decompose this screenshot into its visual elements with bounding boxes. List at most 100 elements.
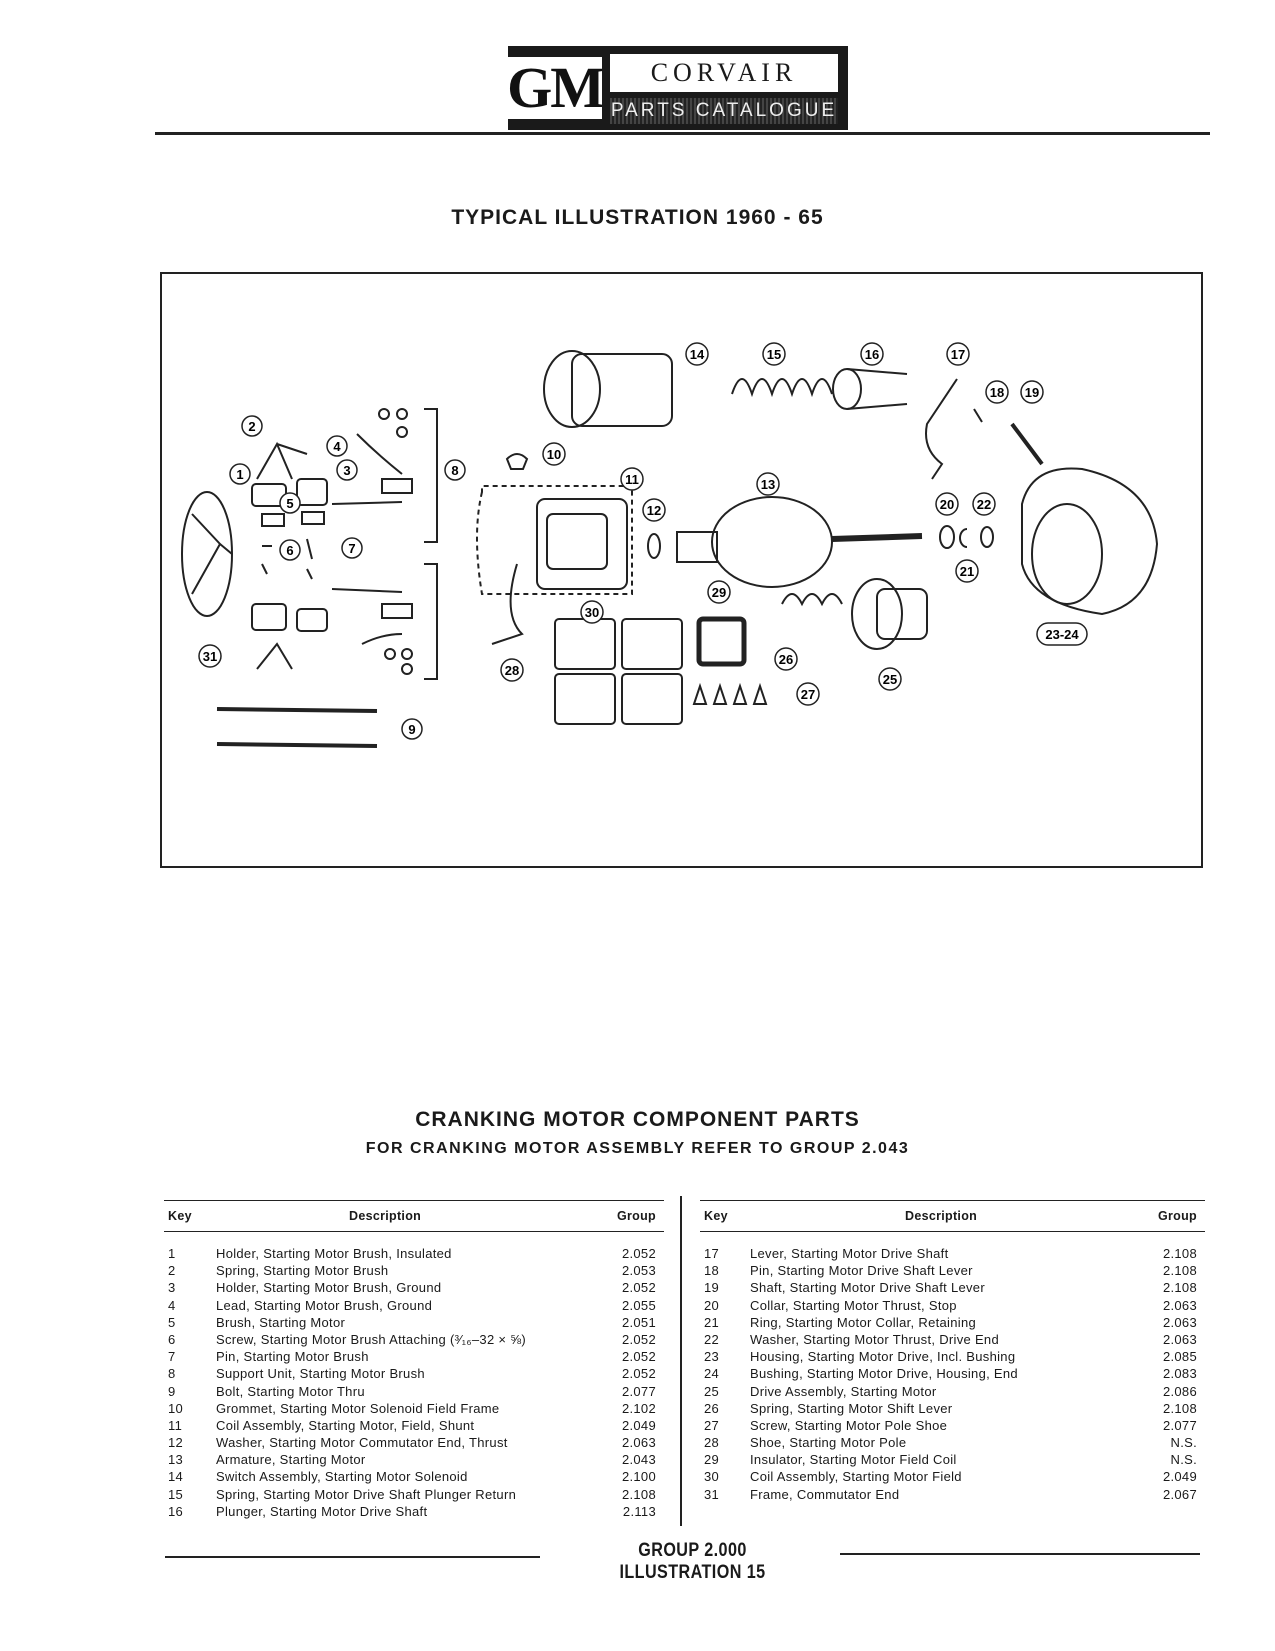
callout-19: 19 <box>1020 380 1044 404</box>
pin-lower <box>331 588 403 593</box>
screws-group <box>261 538 313 580</box>
nut-3 <box>396 426 408 438</box>
row-description: Holder, Starting Motor Brush, Insulated <box>216 1246 452 1261</box>
row-description: Pin, Starting Motor Brush <box>216 1349 369 1365</box>
callout-23-24: 23-24 <box>1036 622 1088 646</box>
row-group: N.S. <box>1170 1435 1197 1451</box>
callout-6: 6 <box>279 539 301 561</box>
row-key: 8 <box>168 1366 176 1382</box>
brush-upper-a <box>261 513 285 527</box>
row-group: 2.052 <box>621 1331 656 1347</box>
section-subtitle: FOR CRANKING MOTOR ASSEMBLY REFER TO GRO… <box>365 1140 910 1157</box>
row-key: 11 <box>168 1417 183 1433</box>
svg-text:17: 17 <box>951 347 965 362</box>
row-group: 2.067 <box>1162 1486 1197 1502</box>
row-description: Frame, Commutator End <box>750 1486 900 1502</box>
svg-text:29: 29 <box>712 585 726 600</box>
row-key: 16 <box>168 1503 184 1519</box>
header-rule <box>155 132 1210 135</box>
commutator-part <box>676 531 718 563</box>
row-group: 2.108 <box>621 1486 656 1502</box>
svg-text:7: 7 <box>348 541 355 556</box>
callout-10: 10 <box>542 442 566 466</box>
table-divider <box>680 1196 682 1526</box>
row-description: Armature, Starting Motor <box>216 1452 366 1468</box>
pole-shoe-1 <box>554 618 616 670</box>
callout-16: 16 <box>860 342 884 366</box>
callouts-group: 1 2 3 4 5 6 7 8 9 10 11 12 13 14 15 16 1… <box>198 342 1088 740</box>
plunger-spring-part <box>731 378 833 398</box>
row-group: 2.102 <box>621 1400 656 1416</box>
callout-5: 5 <box>279 492 301 514</box>
nut-6 <box>401 663 413 675</box>
row-description: Coil Assembly, Starting Motor, Field, Sh… <box>216 1417 475 1433</box>
row-key: 2 <box>168 1263 176 1279</box>
svg-text:20: 20 <box>940 497 954 512</box>
row-group: 2.085 <box>1162 1349 1197 1365</box>
svg-text:12: 12 <box>647 503 661 518</box>
svg-text:18: 18 <box>990 385 1004 400</box>
row-group: 2.049 <box>621 1417 656 1433</box>
footer-rule-left <box>165 1556 540 1558</box>
row-description: Switch Assembly, Starting Motor Solenoid <box>216 1469 468 1485</box>
row-description: Washer, Starting Motor Thrust, Drive End <box>750 1331 999 1347</box>
header-description: Description <box>349 1209 422 1223</box>
svg-text:22: 22 <box>977 497 991 512</box>
gm-corvair-logo: GM CORVAIR PARTS CATALOGUE <box>504 46 848 130</box>
support-plate-lower <box>381 603 413 619</box>
holder-ground-lower <box>251 603 287 631</box>
row-description: Plunger, Starting Motor Drive Shaft <box>216 1503 428 1519</box>
thrust-washer-part <box>647 533 661 559</box>
row-group: 2.100 <box>621 1469 656 1485</box>
row-group: 2.049 <box>1162 1469 1197 1485</box>
row-description: Spring, Starting Motor Shift Lever <box>750 1400 953 1416</box>
callout-9: 9 <box>401 718 423 740</box>
table-header-right: Key Description Group <box>700 1200 1205 1232</box>
header-group: Group <box>1158 1209 1197 1223</box>
holder-insulated-lower <box>296 608 328 632</box>
row-key: 7 <box>168 1349 176 1365</box>
logo-title: CORVAIR <box>610 54 838 92</box>
callout-30: 30 <box>580 600 604 624</box>
row-key: 29 <box>704 1452 720 1468</box>
drive-pinion-part <box>851 578 903 650</box>
row-group: 2.083 <box>1162 1366 1197 1382</box>
row-key: 28 <box>704 1435 720 1451</box>
row-key: 5 <box>168 1314 176 1330</box>
svg-text:26: 26 <box>779 652 793 667</box>
field-coil-part <box>536 498 628 590</box>
header-key: Key <box>704 1209 728 1223</box>
svg-text:21: 21 <box>960 564 974 579</box>
logo-banner: CORVAIR PARTS CATALOGUE <box>602 46 848 130</box>
svg-text:23-24: 23-24 <box>1045 627 1079 642</box>
bracket-lower <box>424 563 438 680</box>
row-group: 2.113 <box>622 1503 656 1519</box>
callout-27: 27 <box>796 682 820 706</box>
callout-3: 3 <box>336 459 358 481</box>
solenoid-end-part <box>543 350 601 428</box>
lead-lower <box>361 633 403 645</box>
svg-text:8: 8 <box>451 463 458 478</box>
bracket-upper <box>424 408 438 543</box>
row-description: Collar, Starting Motor Thrust, Stop <box>750 1297 957 1313</box>
spring-upper-part <box>256 441 308 480</box>
row-group: N.S. <box>1170 1452 1197 1468</box>
support-plate-upper <box>381 478 413 494</box>
svg-text:15: 15 <box>767 347 781 362</box>
row-description: Drive Assembly, Starting Motor <box>750 1383 937 1399</box>
table-row: 16 Plunger, Starting Motor Drive Shaft 2.1… <box>164 1504 664 1521</box>
row-group: 2.063 <box>1162 1297 1197 1313</box>
row-group: 2.063 <box>621 1435 656 1451</box>
commutator-frame-part <box>181 491 233 617</box>
svg-text:31: 31 <box>203 649 217 664</box>
